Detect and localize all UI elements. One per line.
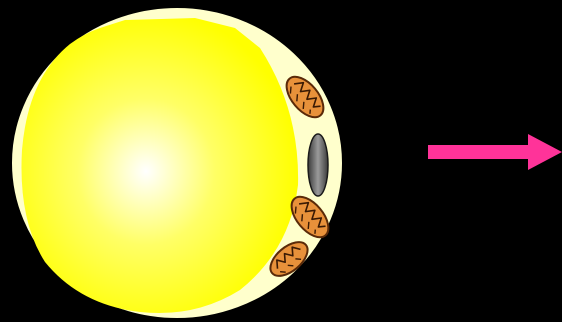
- nucleus: [308, 134, 328, 196]
- fat-cell: [11, 7, 343, 319]
- lipid-droplet: [21, 18, 298, 313]
